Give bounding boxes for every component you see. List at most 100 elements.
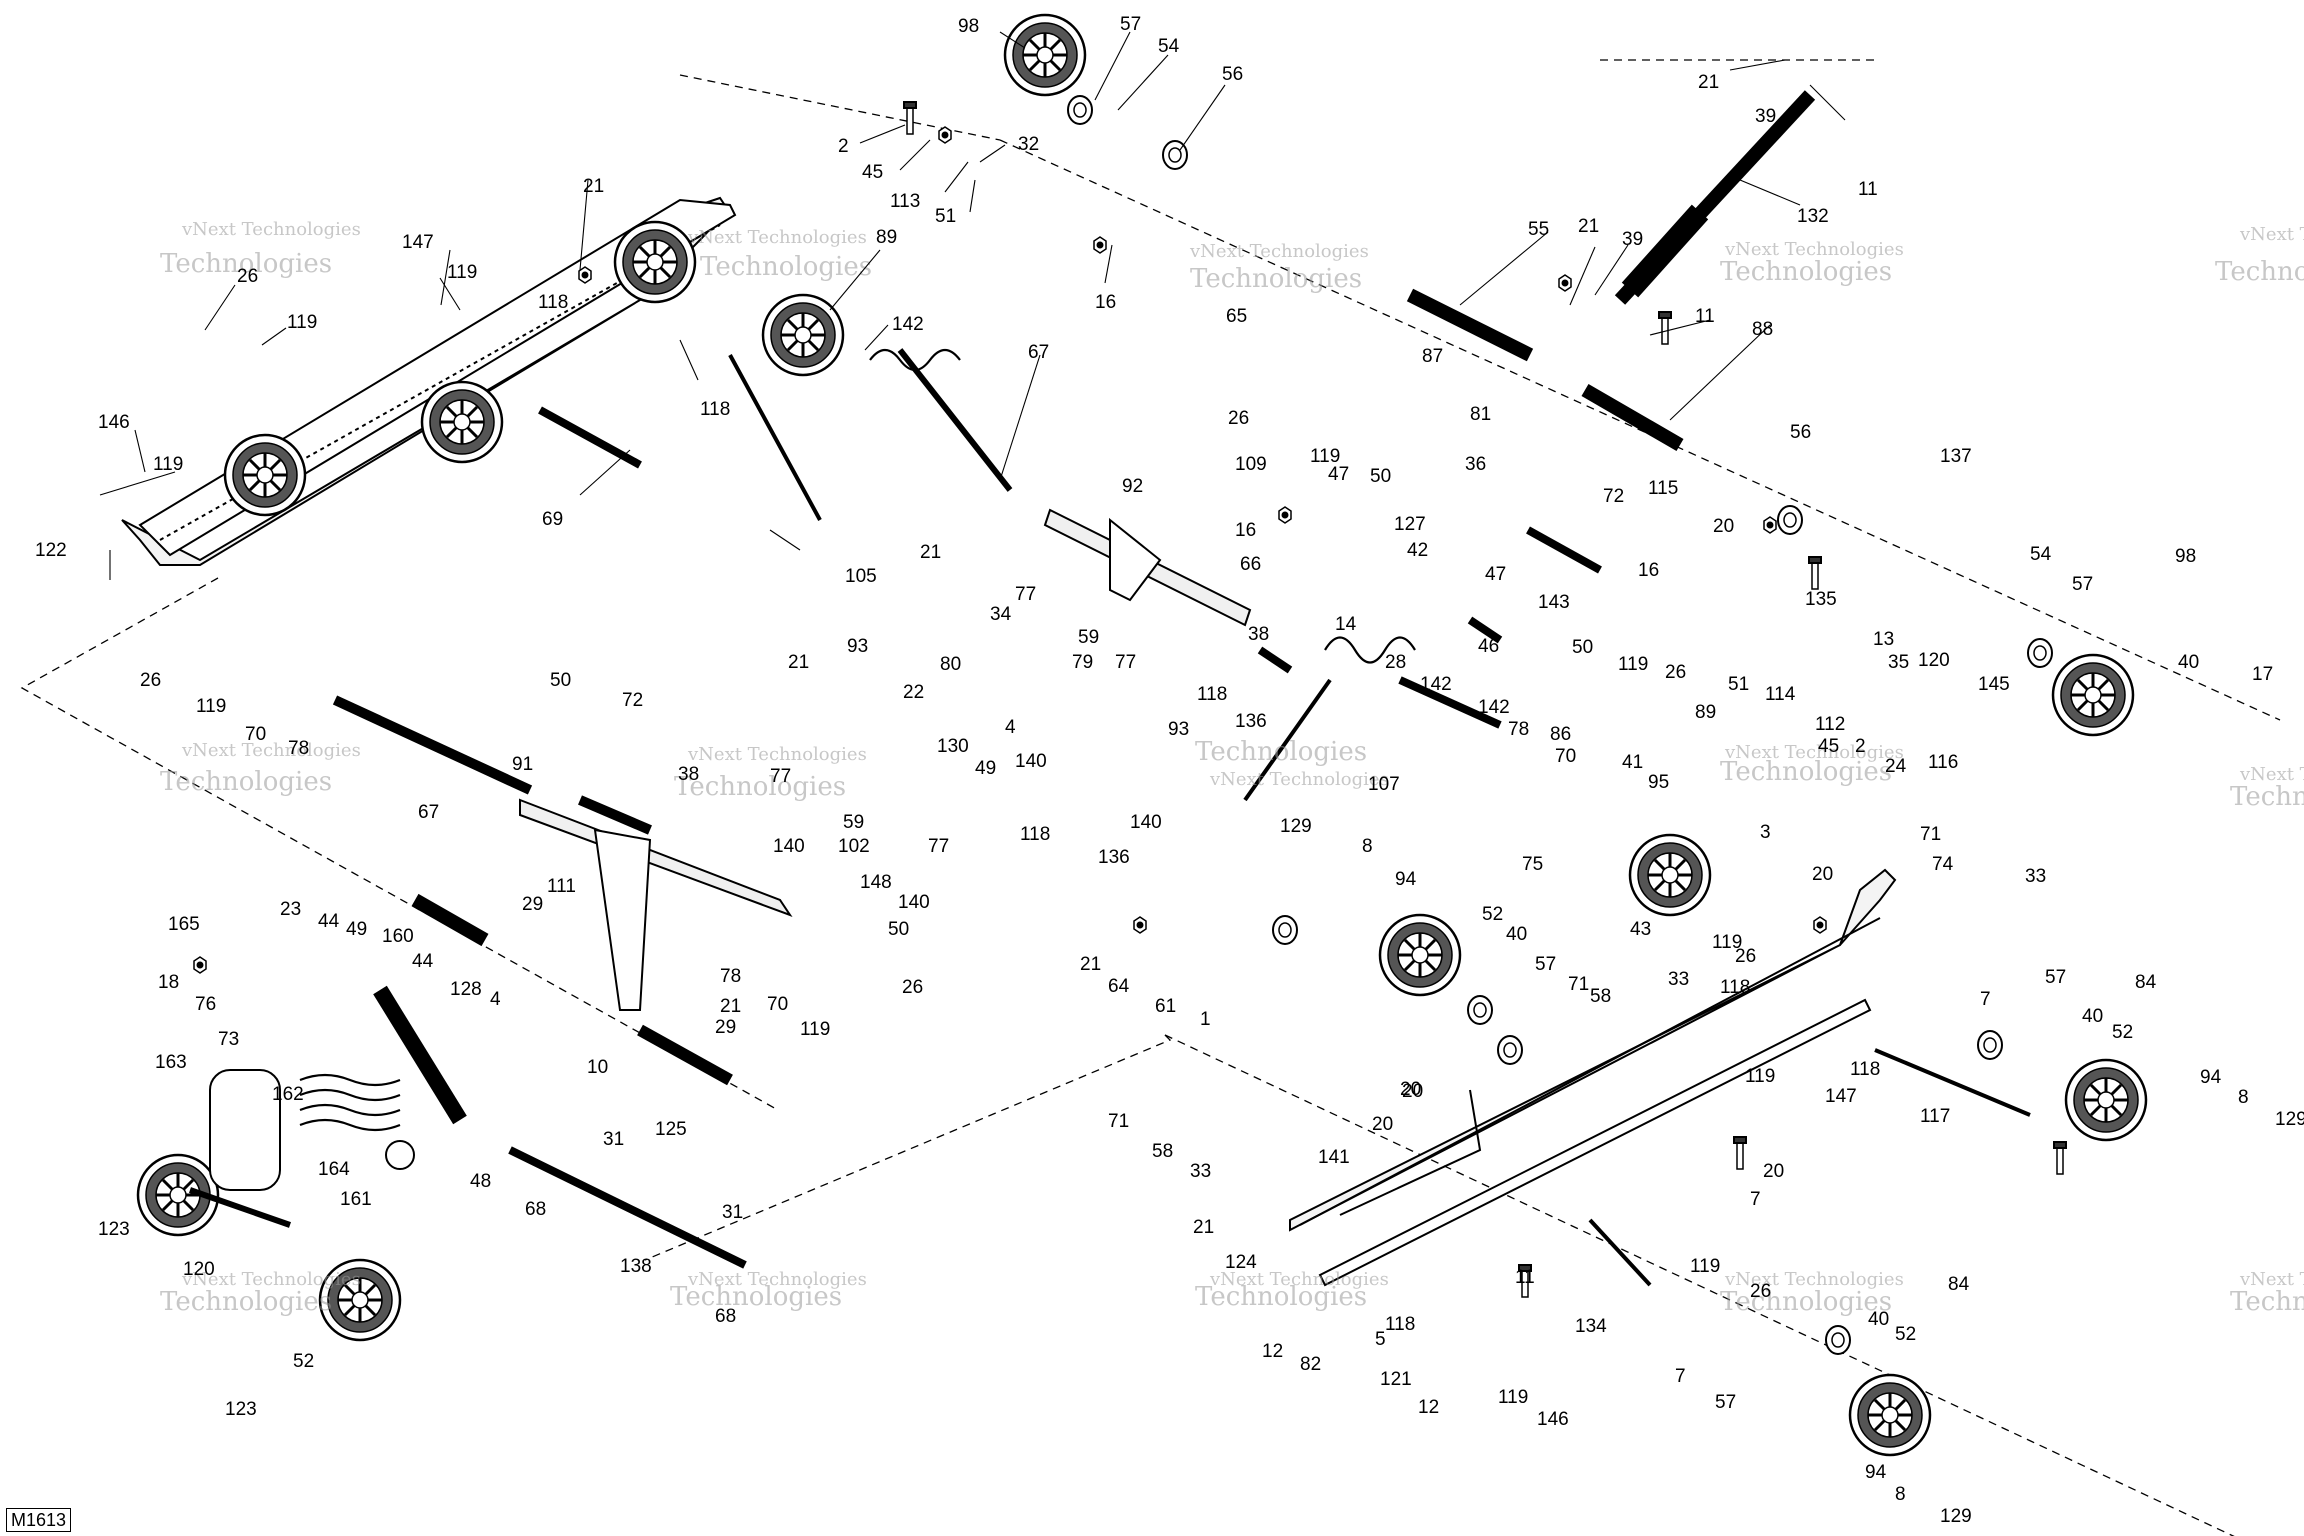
callout-label: 35	[1888, 652, 1909, 673]
callout-label: 10	[587, 1057, 608, 1078]
callout-label: 42	[1407, 540, 1428, 561]
callout-label: 57	[1120, 14, 1141, 35]
callout-label: 34	[990, 604, 1012, 625]
callout-label: 119	[287, 312, 317, 333]
svg-text:vNext Technologies: vNext Technologies	[1209, 769, 1389, 790]
callout-label: 50	[550, 670, 571, 691]
callout-label: 87	[1422, 346, 1443, 367]
torsion-springs	[299, 348, 1416, 1132]
callout-label: 148	[860, 872, 892, 893]
callout-label: 57	[1715, 1392, 1736, 1413]
callout-label: 59	[1078, 627, 1099, 648]
callout-label: 143	[1538, 592, 1570, 613]
callout-label: 11	[1858, 179, 1878, 200]
callout-label: 21	[1193, 1217, 1214, 1238]
callout-label: 21	[720, 996, 741, 1017]
callout-label: 49	[346, 919, 367, 940]
callout-label: 146	[1537, 1409, 1569, 1430]
callout-label: 26	[140, 670, 161, 691]
callout-label: 44	[412, 951, 434, 972]
callout-label: 137	[1940, 446, 1972, 467]
callout-label: 2	[838, 136, 849, 157]
callout-label: 68	[525, 1199, 546, 1220]
callout-label: 7	[1750, 1189, 1761, 1210]
callout-label: 129	[1280, 816, 1312, 837]
callout-label: 118	[700, 399, 730, 420]
callout-label: 92	[1122, 476, 1143, 497]
svg-text:Technologies: Technologies	[700, 252, 872, 282]
callout-label: 1	[1200, 1009, 1211, 1030]
callout-label: 7	[1675, 1366, 1686, 1387]
callout-label: 81	[1470, 404, 1491, 425]
callout-label: 8	[1362, 836, 1373, 857]
callout-label: 118	[1385, 1314, 1415, 1335]
callout-label: 13	[1873, 629, 1894, 650]
callout-label: 48	[470, 1171, 491, 1192]
callout-label: 33	[2025, 866, 2046, 887]
callout-label: 26	[1665, 662, 1686, 683]
callout-label: 118	[1720, 977, 1750, 998]
callout-label: 128	[450, 979, 482, 1000]
callout-label: 140	[1015, 751, 1047, 772]
callout-label: 40	[1506, 924, 1527, 945]
callout-label: 112	[1815, 714, 1845, 735]
callout-label: 142	[1420, 674, 1452, 695]
callout-label: 5	[1375, 1329, 1386, 1350]
svg-text:Technologies: Technologies	[1720, 1287, 1892, 1317]
callout-label: 26	[1750, 1281, 1771, 1302]
svg-text:Technologies: Technologies	[160, 249, 332, 279]
callout-label: 21	[1080, 954, 1101, 975]
callout-label: 119	[1690, 1256, 1720, 1277]
svg-text:vNext Technologies: vNext Technologies	[1724, 1269, 1904, 1290]
center-frame	[519, 508, 1252, 1011]
callout-label: 31	[603, 1129, 624, 1150]
callout-label: 117	[1920, 1106, 1950, 1127]
callout-label: 21	[788, 652, 809, 673]
callout-label: 70	[767, 994, 788, 1015]
callout-label: 93	[1168, 719, 1189, 740]
callout-label: 118	[1850, 1059, 1880, 1080]
callout-label: 118	[1020, 824, 1050, 845]
callout-label: 18	[158, 972, 179, 993]
callout-label: 136	[1235, 711, 1267, 732]
callout-label: 36	[1465, 454, 1486, 475]
callout-label: 75	[1522, 854, 1543, 875]
callout-label: 22	[903, 682, 924, 703]
callout-label: 145	[1978, 674, 2010, 695]
callout-label: 24	[1885, 756, 1907, 777]
rear-shock-lower	[209, 985, 467, 1191]
callout-label: 40	[2082, 1006, 2103, 1027]
svg-text:vNext Technologies: vNext Technologies	[1209, 1269, 1389, 1290]
callout-label: 113	[890, 191, 920, 212]
callout-label: 91	[512, 754, 533, 775]
svg-text:vNext Technologies: vNext Technologies	[1724, 742, 1904, 763]
callout-label: 56	[1790, 422, 1811, 443]
svg-text:vNext Technologies: vNext Technologies	[1189, 241, 1369, 262]
callout-label: 142	[892, 314, 924, 335]
callout-label: 16	[1638, 560, 1659, 581]
callout-label: 127	[1394, 514, 1426, 535]
callout-label: 78	[288, 738, 309, 759]
callout-label: 140	[898, 892, 930, 913]
callout-label: 8	[2238, 1087, 2249, 1108]
callout-label: 52	[293, 1351, 314, 1372]
callout-label: 50	[1370, 466, 1391, 487]
callout-label: 129	[2275, 1109, 2304, 1130]
callout-label: 165	[168, 914, 200, 935]
callout-label: 162	[272, 1084, 304, 1105]
callout-label: 51	[935, 206, 956, 227]
callout-label: 142	[1478, 697, 1510, 718]
callout-label: 119	[1745, 1066, 1775, 1087]
callout-label: 89	[876, 227, 897, 248]
callout-label: 115	[1648, 478, 1678, 499]
callout-label: 20	[1402, 1081, 1423, 1102]
callout-label: 8	[1895, 1484, 1906, 1505]
svg-text:vNext Technologies: vNext Technologies	[181, 740, 361, 761]
callout-label: 146	[98, 412, 130, 433]
svg-text:vNext Technologies: vNext Technologies	[1724, 239, 1904, 260]
callout-label: 12	[1262, 1341, 1283, 1362]
callout-label: 141	[1318, 1147, 1350, 1168]
callout-label: 14	[1335, 614, 1357, 635]
callout-label: 26	[902, 977, 923, 998]
